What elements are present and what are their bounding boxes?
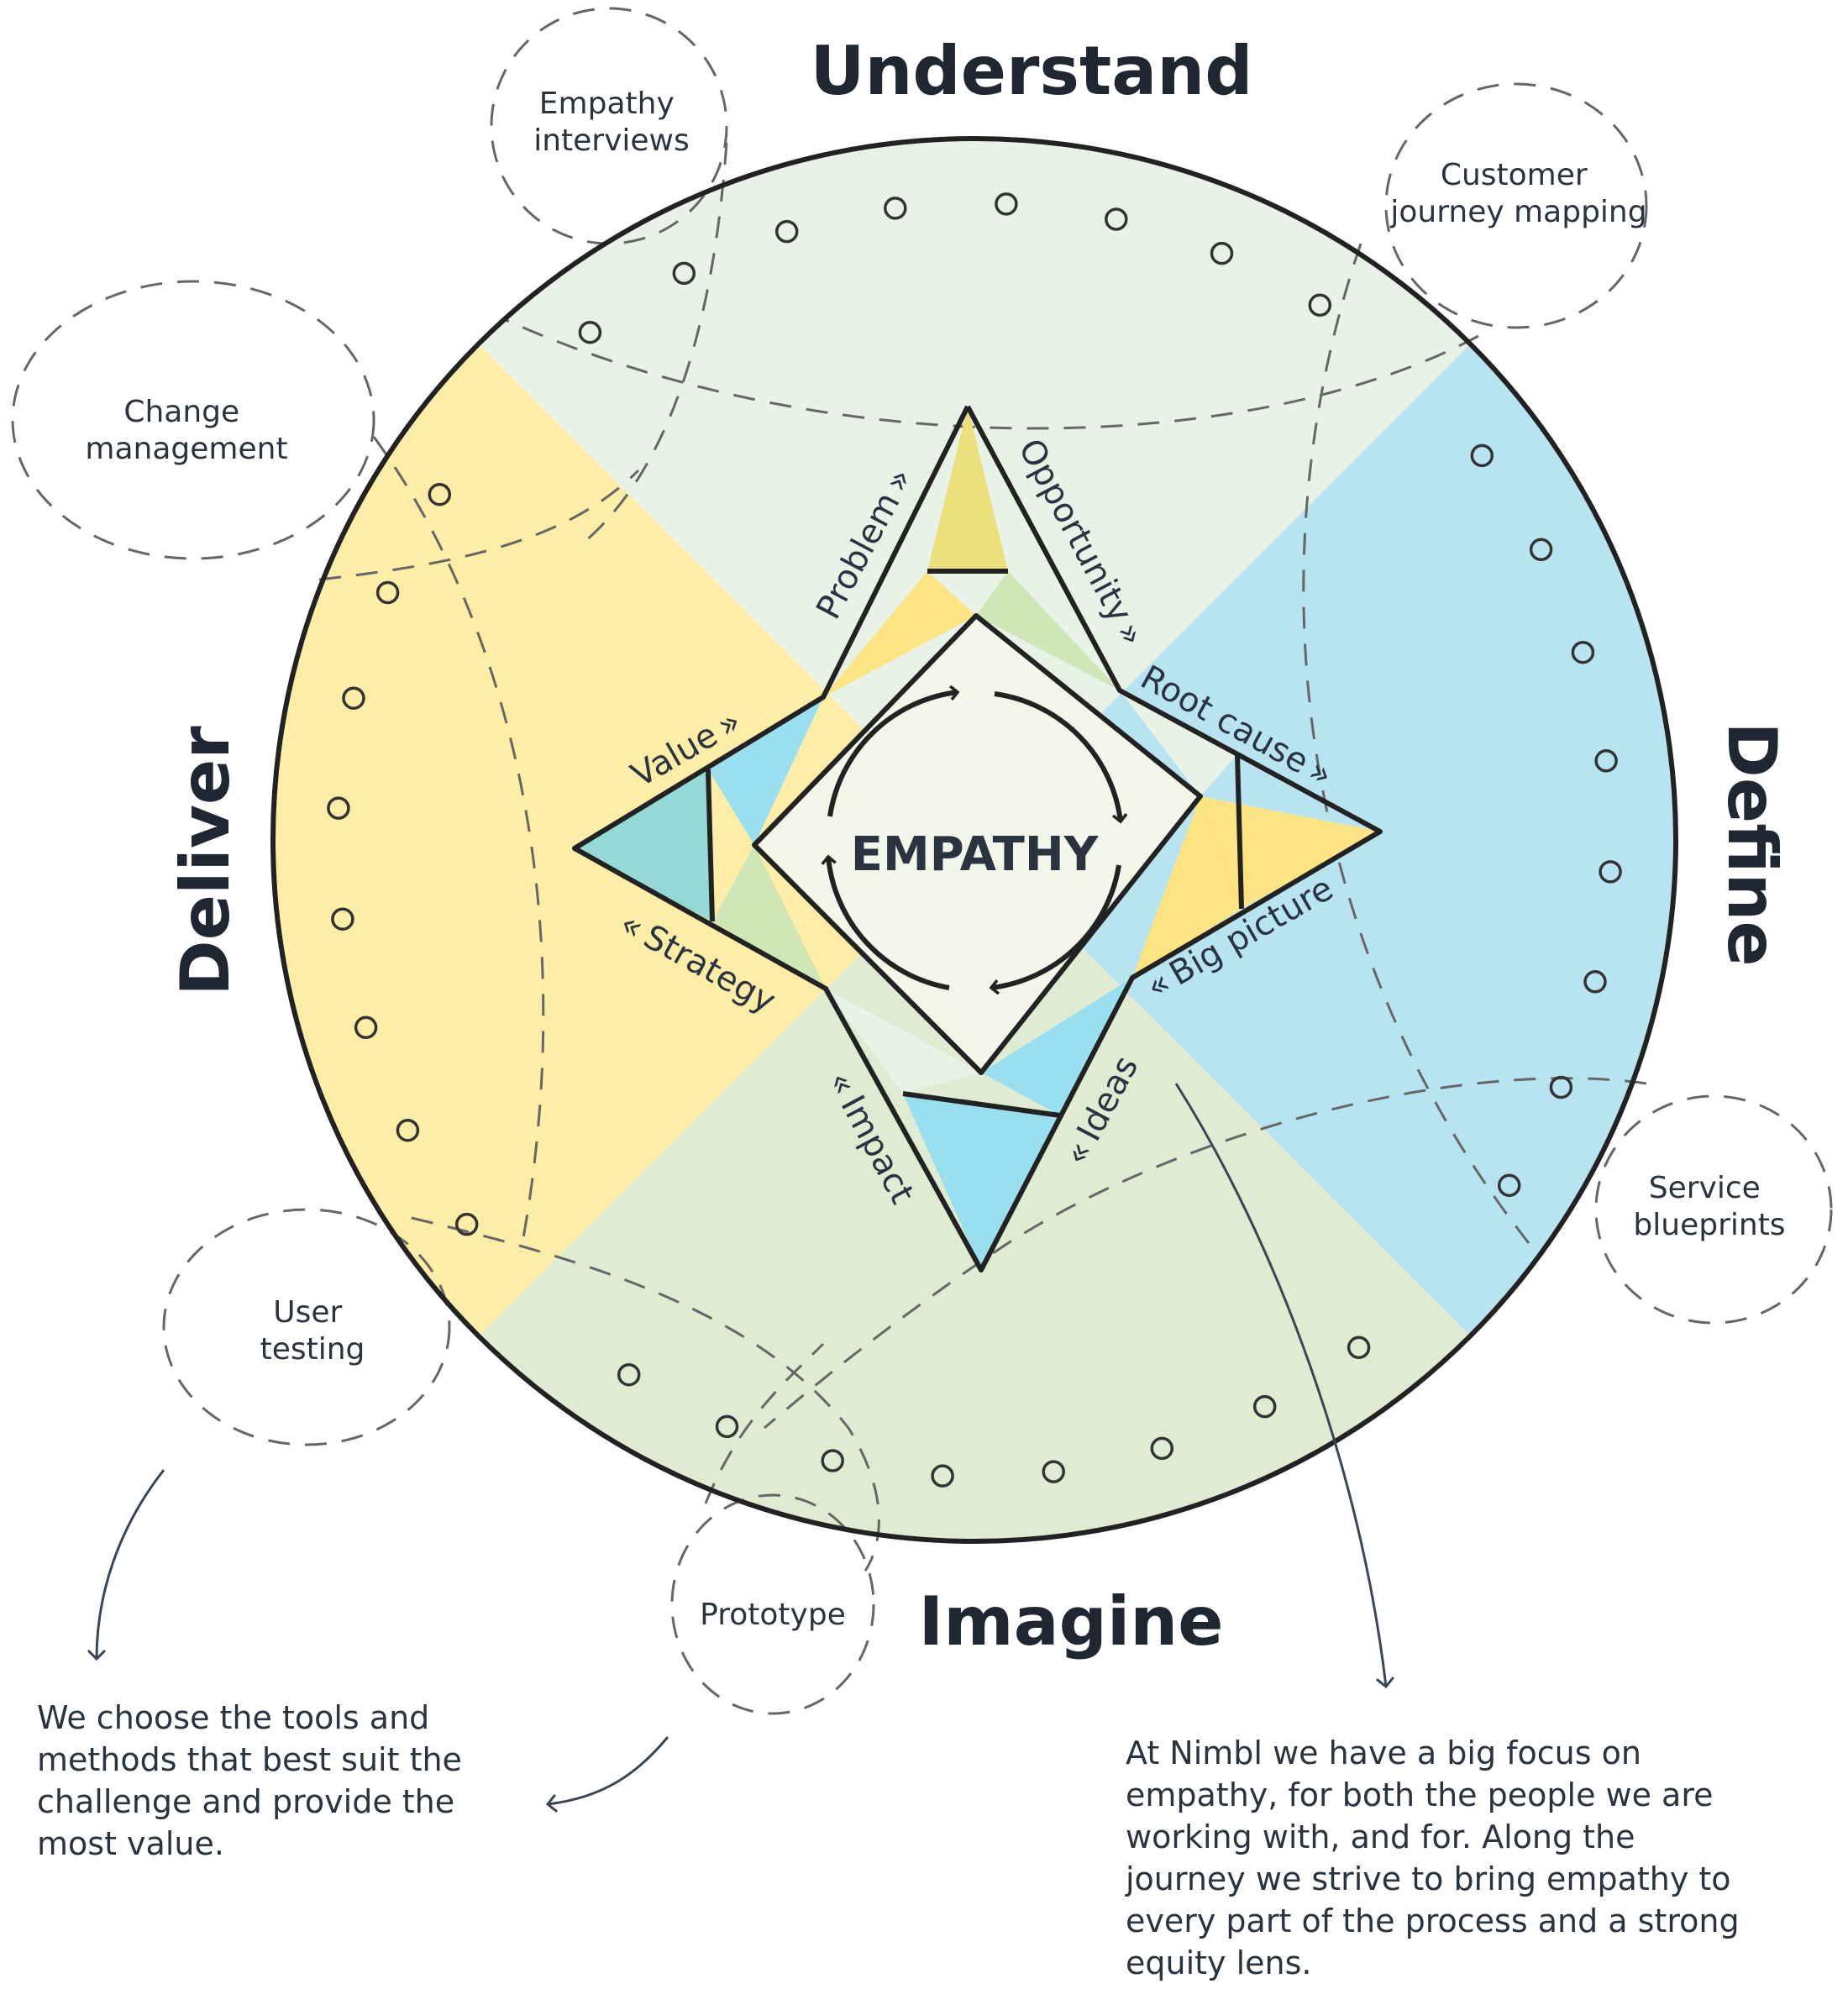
method-prototype: Prototype [700, 1598, 846, 1632]
note-left-connector-b [545, 1736, 669, 1813]
rim-dot [1583, 970, 1607, 994]
loop-understand-arc [503, 318, 1479, 430]
cycle-arrow-top [827, 685, 960, 817]
rim-dot [331, 907, 354, 931]
star-inner-diamond-outline [752, 613, 1203, 1075]
rim-dot [375, 580, 400, 605]
rim-dot [1252, 1394, 1277, 1419]
star-tip-bottom [903, 1094, 1060, 1270]
star-outline [572, 405, 1383, 1273]
phase-define: Define [1713, 722, 1791, 966]
rim-dot [995, 192, 1018, 216]
method-empathy-interviews: Empathy interviews [533, 87, 690, 158]
note-left: We choose the tools and methods that bes… [37, 1699, 462, 1862]
rim-dot [1347, 1336, 1371, 1360]
rim-dot [617, 1362, 641, 1387]
star-left-top-mid [708, 697, 823, 845]
phase-understand: Understand [811, 32, 1253, 110]
star-cut-left [706, 769, 715, 922]
quadrant-define [974, 139, 1676, 1541]
rim-dot [578, 320, 602, 344]
rim-dot [1150, 1436, 1174, 1461]
rim-dot [931, 1464, 954, 1488]
rim-dot [1470, 443, 1494, 468]
loop-empathy-interviews-tail [579, 142, 728, 548]
loop-empathy-interviews [490, 7, 728, 245]
rim-dot [1571, 640, 1595, 664]
star-left-bottom-mid [712, 845, 826, 989]
loop-prototype-tail [704, 1342, 825, 1504]
rim-dot [354, 1015, 378, 1040]
rim-dot [396, 1118, 420, 1142]
phase-deliver: Deliver [166, 726, 244, 996]
rim-dot [1042, 1460, 1065, 1483]
quadrant-imagine [273, 840, 1676, 1541]
compass-star [572, 405, 1383, 1273]
cycle-arrow-bottom [989, 864, 1121, 995]
rim-dot [1599, 860, 1622, 884]
rim-dot [821, 1449, 844, 1472]
star-right-top-mid [1120, 690, 1237, 796]
quadrant-understand [273, 139, 1676, 840]
loop-prototype [670, 1493, 875, 1715]
loop-change-management-tail [372, 436, 545, 1252]
star-right-bottom-mid [1132, 796, 1242, 978]
rim-dot [1105, 207, 1128, 231]
loop-customer-journey [1384, 82, 1648, 329]
rim-dot [454, 1212, 479, 1236]
star-bottom-left-mid [826, 989, 981, 1094]
star-top-right-mid [976, 571, 1120, 690]
star-bottom-right-mid [981, 978, 1132, 1115]
center-label: EMPATHY [851, 827, 1100, 882]
note-left-connector-a [87, 1469, 165, 1661]
rim-dot [327, 796, 350, 820]
rim-dot [1549, 1075, 1573, 1099]
star-cut-bottom [902, 1091, 1061, 1118]
cycle-arrow-right [994, 691, 1128, 824]
rim-dot [774, 219, 799, 244]
star-tip-left [575, 769, 712, 921]
rim-dots [327, 192, 1622, 1488]
loop-change-management [11, 280, 375, 560]
loop-service-blueprints-arc [764, 1077, 1647, 1430]
rim-dot [672, 261, 696, 286]
method-customer-journey: Customer journey mapping [1389, 158, 1646, 229]
loop-user-testing-tail [411, 1216, 880, 1572]
loop-change-management-arc [318, 469, 640, 581]
method-user-testing: User testing [260, 1295, 365, 1367]
star-tip-right [1200, 796, 1380, 909]
cycle-arrow-left [821, 854, 950, 990]
rim-dot [1594, 749, 1618, 773]
note-right: At Nimbl we have a big focus on empathy,… [1126, 1734, 1740, 1981]
method-change-management: Change management [85, 395, 287, 466]
loop-service-blueprints [1594, 1094, 1833, 1325]
star-top-left-mid [823, 571, 976, 697]
rim-dot [884, 197, 907, 220]
rim-dot [428, 482, 452, 506]
quadrant-deliver [273, 139, 974, 1541]
rim-dot [1497, 1173, 1521, 1198]
rim-dot [1308, 293, 1332, 318]
phase-imagine: Imagine [918, 1582, 1223, 1661]
empathy-cycle [821, 685, 1128, 995]
loop-customer-journey-tail [1302, 243, 1530, 1244]
rim-dot [715, 1414, 739, 1439]
note-right-connector [1174, 1083, 1394, 1689]
star-cut-right [1235, 753, 1244, 910]
loop-user-testing [162, 1208, 451, 1446]
rim-dot [342, 686, 365, 710]
outer-circle [270, 136, 1678, 1544]
method-service-blueprints: Service blueprints [1633, 1171, 1785, 1242]
rim-dot [1529, 538, 1553, 562]
method-loops [11, 7, 1833, 1715]
rim-dot [1210, 241, 1234, 265]
star-tip-top [927, 407, 1008, 571]
